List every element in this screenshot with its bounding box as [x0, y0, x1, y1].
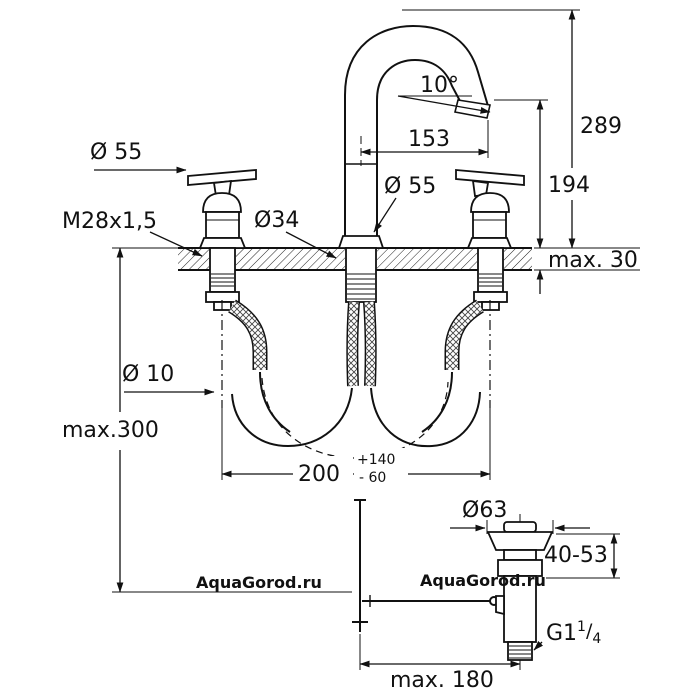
dim-label-200: 200	[298, 462, 340, 487]
dim-label-dia63: Ø63	[462, 498, 507, 523]
left-lever	[187, 169, 257, 186]
spout-escutcheon	[337, 235, 385, 249]
dimension-annotations	[94, 9, 620, 670]
dim-label-tol-minus: - 60	[359, 470, 386, 486]
dim-label-m28: M28x1,5	[62, 209, 157, 234]
dim-label-tol-plus: +140	[357, 452, 395, 468]
dim-label-max30: max. 30	[548, 248, 638, 273]
dim-label-10deg: 10°	[420, 73, 459, 98]
dim-label-289: 289	[580, 114, 622, 139]
right-handle	[455, 169, 525, 311]
drain-assembly	[486, 514, 554, 668]
dim-label-max300: max.300	[62, 418, 159, 443]
dim-label-dia55-left: Ø 55	[90, 140, 142, 165]
dim-label-g1-14: G11/4	[546, 619, 601, 647]
dim-label-dia34: Ø34	[254, 208, 299, 233]
left-escutcheon	[198, 237, 247, 249]
dim-label-max180: max. 180	[390, 668, 494, 693]
dim-label-40-53: 40-53	[544, 543, 608, 568]
right-escutcheon	[466, 237, 513, 249]
supply-hoses	[221, 299, 491, 459]
left-handle	[187, 169, 257, 311]
dim-label-dia55-spout: Ø 55	[384, 174, 436, 199]
countertop-section	[178, 247, 640, 271]
dim-label-dia10: Ø 10	[122, 362, 174, 387]
dim-label-153: 153	[408, 127, 450, 152]
watermark-left: AquaGorod.ru	[196, 573, 322, 592]
dim-label-194: 194	[548, 173, 590, 198]
watermark-right: AquaGorod.ru	[420, 571, 546, 590]
right-lever	[455, 169, 525, 186]
